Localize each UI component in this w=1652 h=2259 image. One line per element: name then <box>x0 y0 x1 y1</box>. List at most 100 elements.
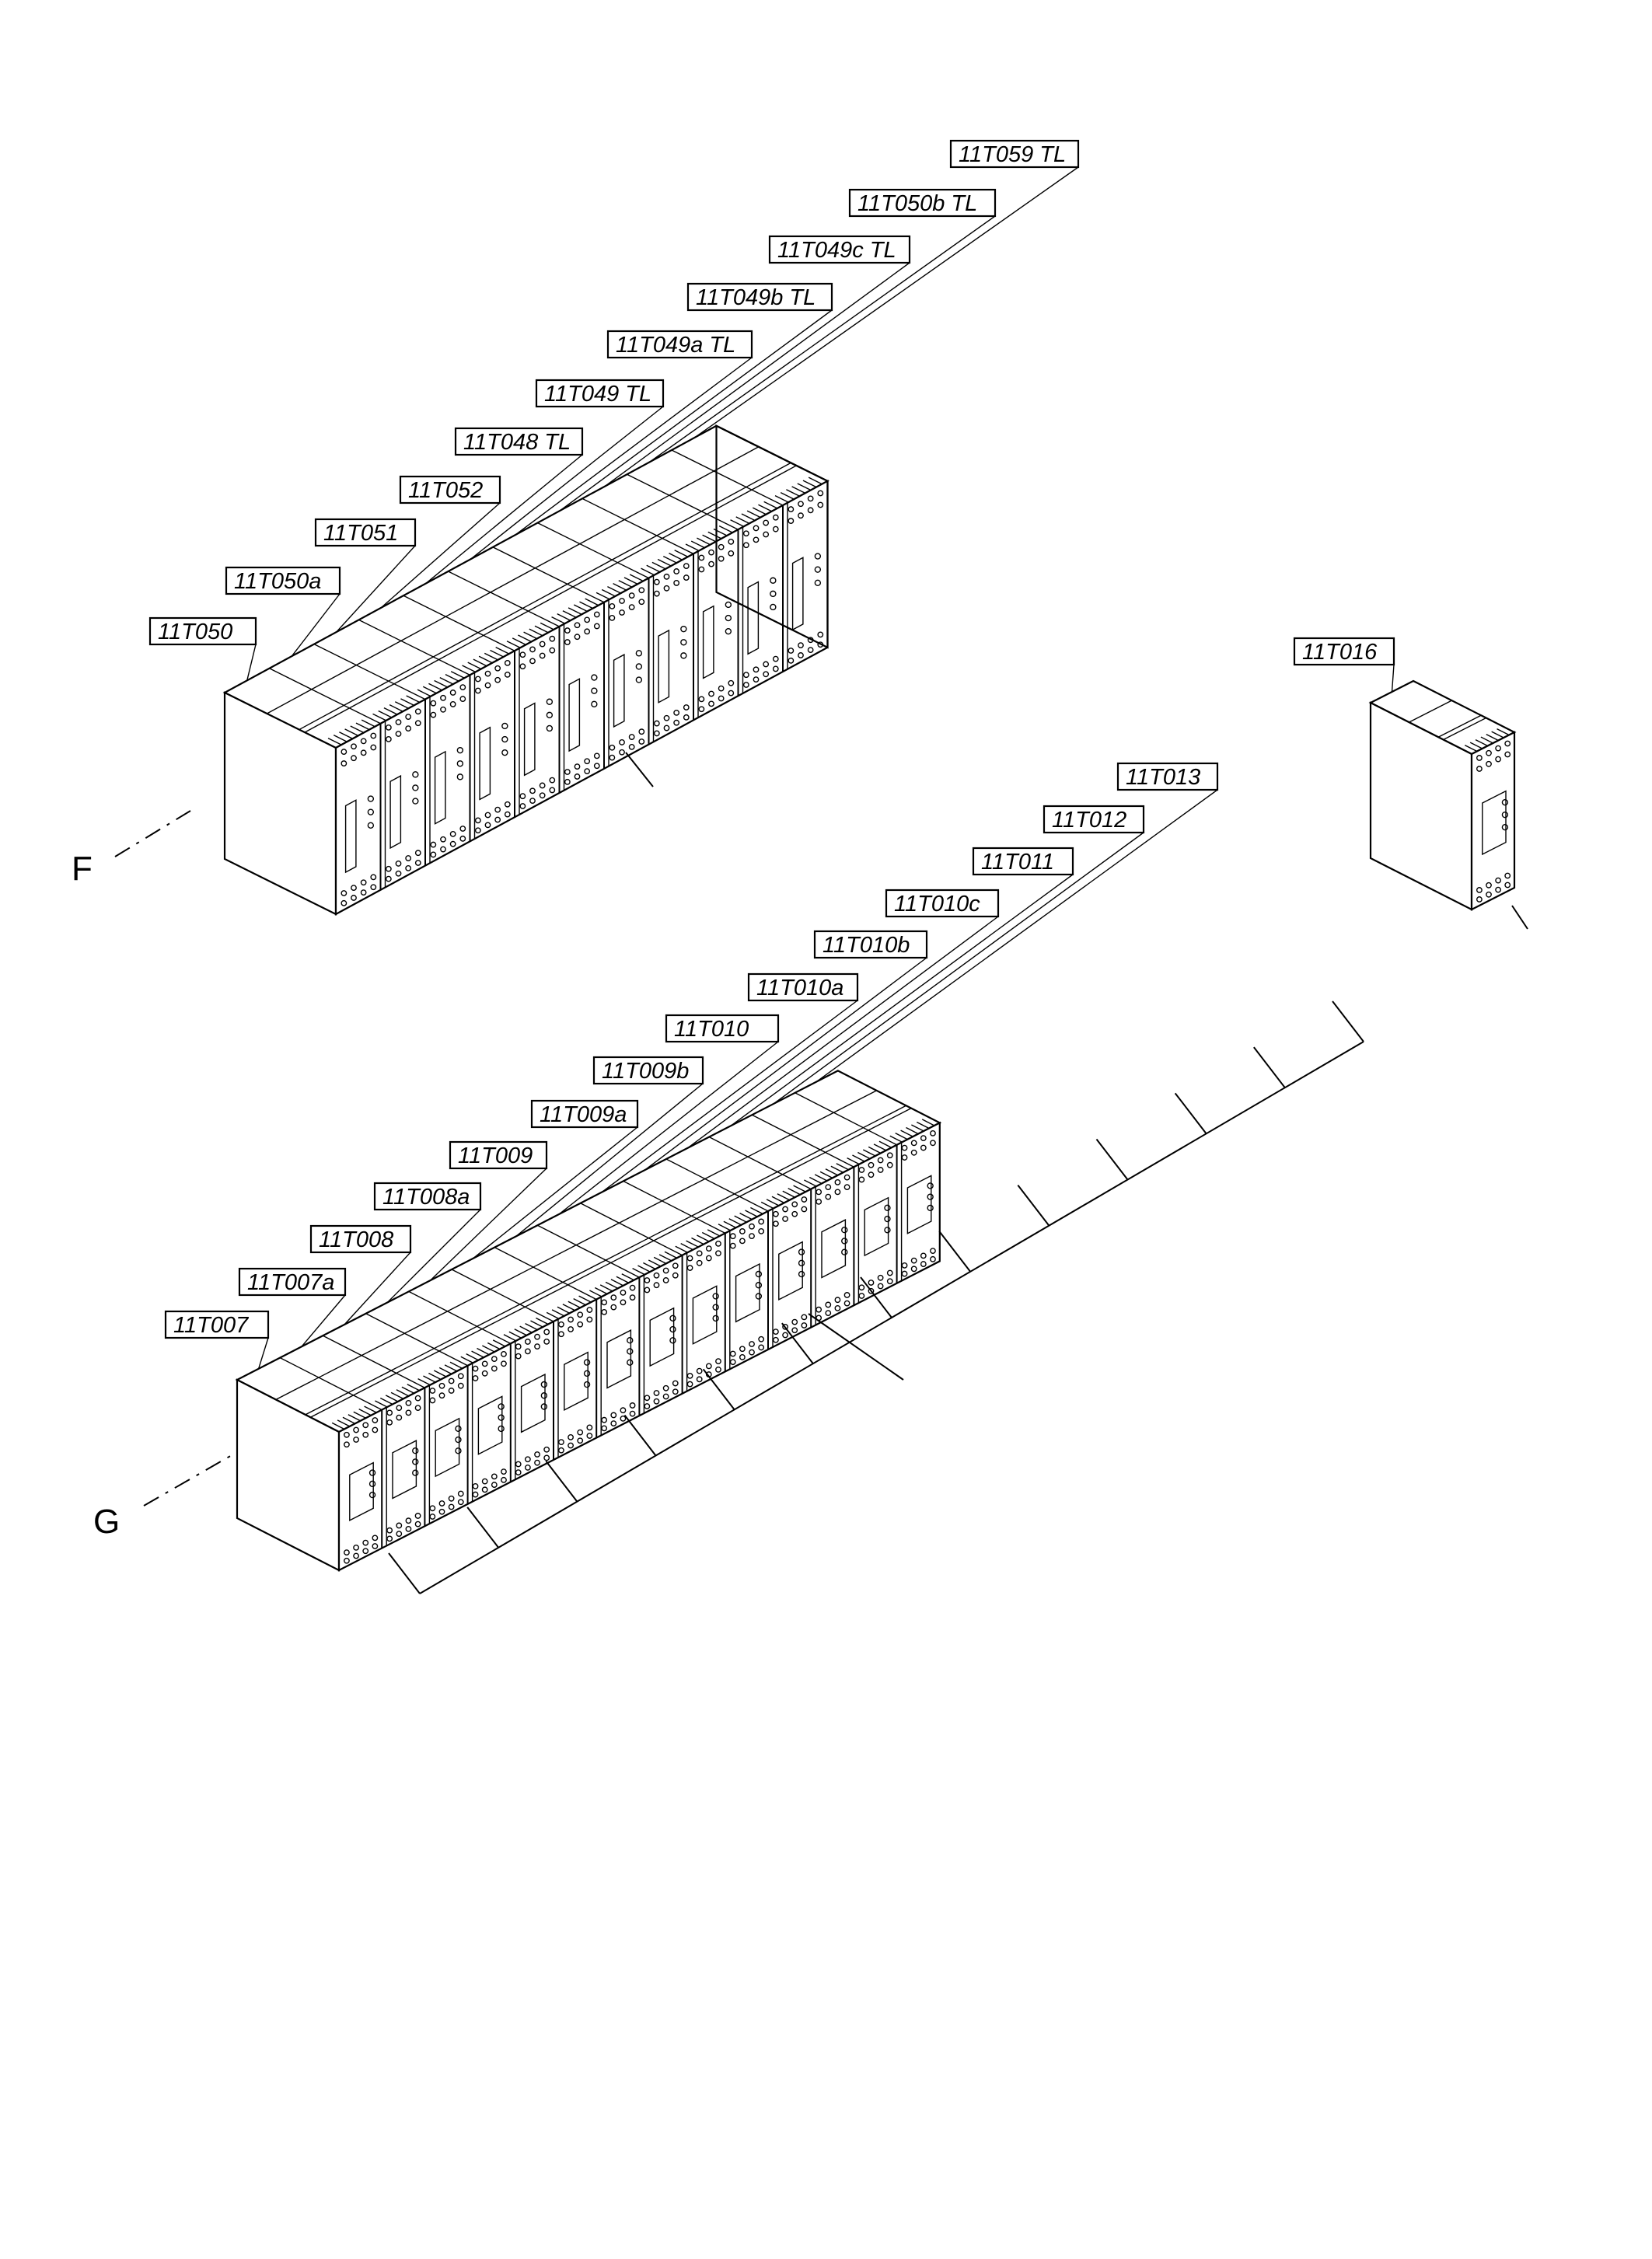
terminal-dot <box>1495 886 1502 893</box>
terminal-dot <box>930 1255 936 1262</box>
scale-tick <box>895 1133 908 1140</box>
tag-leader <box>687 916 999 1149</box>
terminal-dot <box>619 749 625 756</box>
scale-tick <box>791 486 806 494</box>
top-ridge <box>393 658 439 685</box>
terminal-dot <box>504 659 511 666</box>
tag-frame <box>885 889 1000 918</box>
scale-tick <box>735 516 750 525</box>
terminal-dot <box>673 568 680 574</box>
top-ridge <box>477 607 523 634</box>
terminal-dot <box>728 679 735 686</box>
status-led <box>680 625 687 633</box>
top-ridge <box>490 567 536 593</box>
top-divider <box>323 1335 425 1388</box>
scale-tick <box>495 646 510 655</box>
tag-assembly-f: 11T059 TL <box>949 139 1080 169</box>
status-led <box>884 1215 891 1223</box>
scale-tick <box>477 1347 490 1356</box>
assembly-f-module <box>267 689 377 906</box>
top-divider <box>537 522 649 579</box>
status-led <box>583 1359 591 1366</box>
scale-tick <box>1486 733 1499 742</box>
assembly-f-module <box>537 518 690 745</box>
tag-frame <box>530 1099 639 1129</box>
top-ridge <box>447 1288 491 1312</box>
top-ridge <box>275 1377 320 1401</box>
tag-frame <box>686 282 833 312</box>
terminal-dot <box>484 822 491 829</box>
reference-letter-g: G <box>93 1503 120 1541</box>
scale-tick <box>782 1190 795 1198</box>
top-ridge <box>819 1127 864 1150</box>
status-led <box>540 1392 548 1399</box>
tag-assembly-f: 11T048 TL <box>454 427 584 456</box>
terminal-dot <box>901 1262 908 1269</box>
top-ridge <box>490 1266 534 1290</box>
module-bodies <box>222 424 1517 1594</box>
tag-label: 11T012 <box>1052 808 1126 833</box>
terminal-dot <box>341 899 348 906</box>
tag-assembly-g: 11T010a <box>747 972 859 1002</box>
terminal-dot <box>474 676 481 683</box>
terminal-dot <box>901 1270 908 1277</box>
terminal-dot <box>491 1482 498 1488</box>
scale-tick <box>648 1259 662 1267</box>
terminal-dot <box>708 560 714 567</box>
terminal-dot <box>564 627 571 634</box>
terminal-dot <box>644 1287 651 1294</box>
scale-tick <box>825 1168 839 1176</box>
status-led <box>368 1480 376 1488</box>
scale-tick <box>868 1146 882 1154</box>
terminal-dot <box>843 1184 850 1191</box>
tag-leader <box>648 215 996 463</box>
terminal-dot <box>414 1513 421 1519</box>
terminal-dot <box>457 1382 464 1389</box>
terminal-dot <box>708 690 714 697</box>
scale-tick <box>422 686 437 694</box>
terminal-dot <box>653 730 660 737</box>
terminal-dot <box>593 763 600 770</box>
status-led <box>455 1447 462 1454</box>
tag-frame <box>768 235 911 264</box>
scale-tick <box>364 1405 377 1413</box>
terminal-dot <box>351 885 357 892</box>
scale-tick <box>438 1367 452 1375</box>
status-led <box>367 822 375 829</box>
top-divider <box>671 449 784 506</box>
top-ridge <box>438 1329 483 1352</box>
top-divider <box>537 1224 640 1278</box>
terminal-dot <box>474 827 481 834</box>
scale-tick <box>585 598 599 606</box>
terminal-dot <box>353 1552 359 1559</box>
top-ridge <box>567 559 613 585</box>
terminal-dot <box>817 490 824 497</box>
terminal-dot <box>739 1346 746 1353</box>
scale-tick <box>599 1284 613 1292</box>
status-led <box>680 652 687 659</box>
scale-tick <box>873 1143 887 1151</box>
terminal-dot <box>429 1514 436 1520</box>
scale-tick <box>1480 736 1493 744</box>
scale-tick <box>621 1273 634 1281</box>
status-led <box>841 1227 848 1234</box>
tag-leader <box>470 406 664 560</box>
terminal-dot <box>753 666 760 673</box>
scale-tick <box>766 1199 780 1206</box>
terminal-dot <box>472 1491 479 1498</box>
tag-label: 11T007a <box>247 1270 334 1295</box>
tag-label: 11T009b <box>602 1059 689 1084</box>
scale-tick <box>428 1372 442 1381</box>
scale-tick <box>492 1339 506 1347</box>
terminal-dot <box>708 549 714 556</box>
terminal-dot <box>696 1367 703 1374</box>
terminal-dot <box>718 685 725 692</box>
display-window <box>606 1329 632 1389</box>
scale-tick <box>484 652 498 661</box>
tag-frame <box>399 475 501 505</box>
display-window <box>1482 790 1507 856</box>
top-ridge <box>707 489 753 515</box>
terminal-dot <box>405 714 412 721</box>
terminal-dot <box>414 860 421 866</box>
terminal-dot <box>593 623 600 630</box>
